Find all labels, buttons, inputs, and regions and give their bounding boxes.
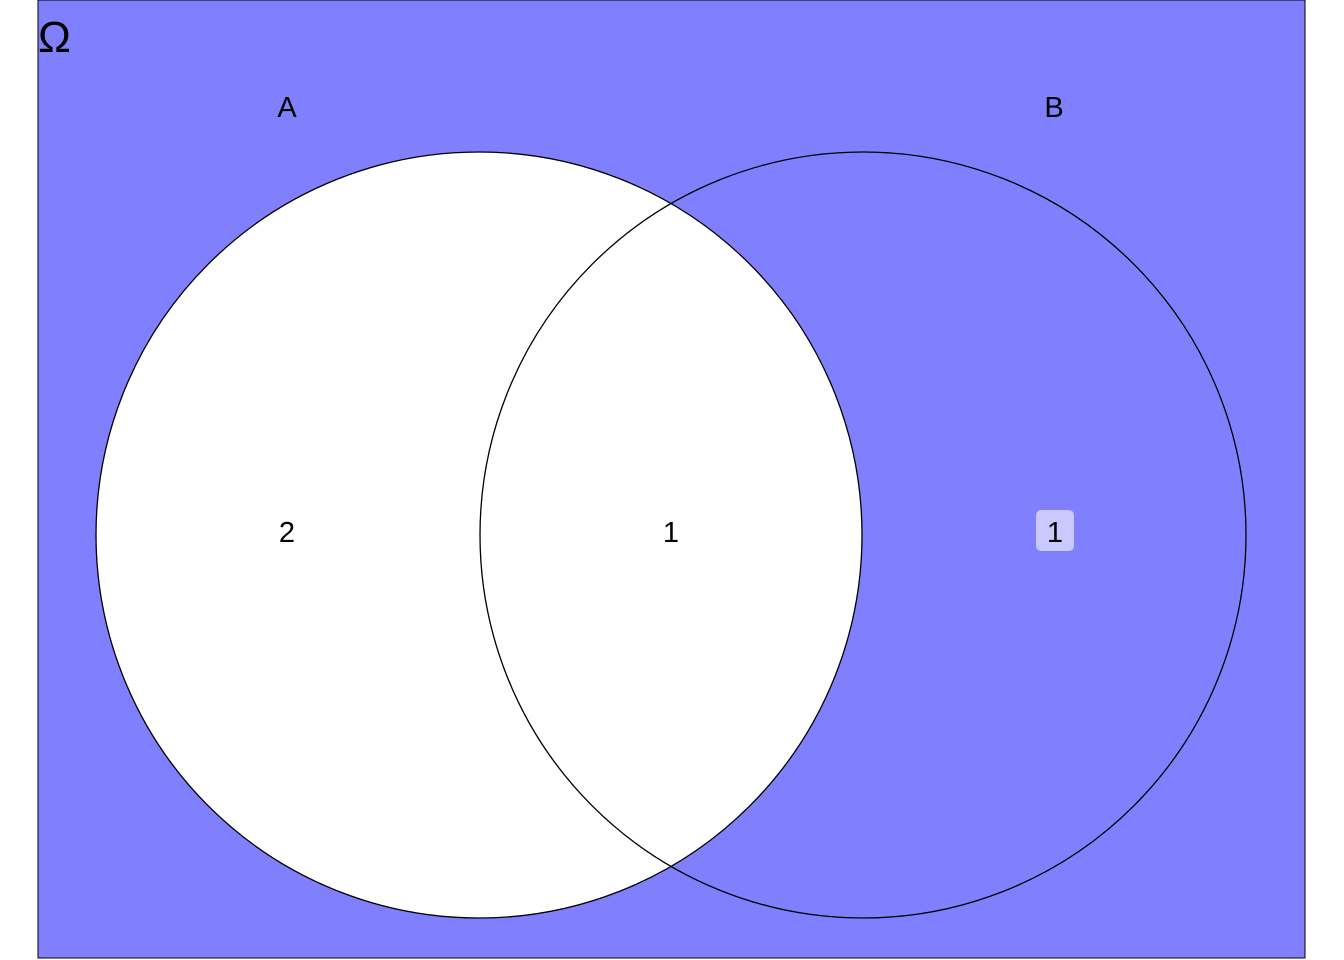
set-b-label: B	[1044, 92, 1063, 124]
region-b-only-count: 1	[1047, 517, 1063, 549]
region-a-only-count: 2	[279, 517, 295, 549]
region-b-only-highlight	[1036, 510, 1074, 551]
set-a-circle	[95, 151, 863, 919]
set-a-label: A	[277, 92, 297, 124]
region-a-and-b-count: 1	[663, 517, 679, 549]
universe-label: Ω	[38, 13, 71, 62]
set-b-circle	[479, 151, 1247, 919]
